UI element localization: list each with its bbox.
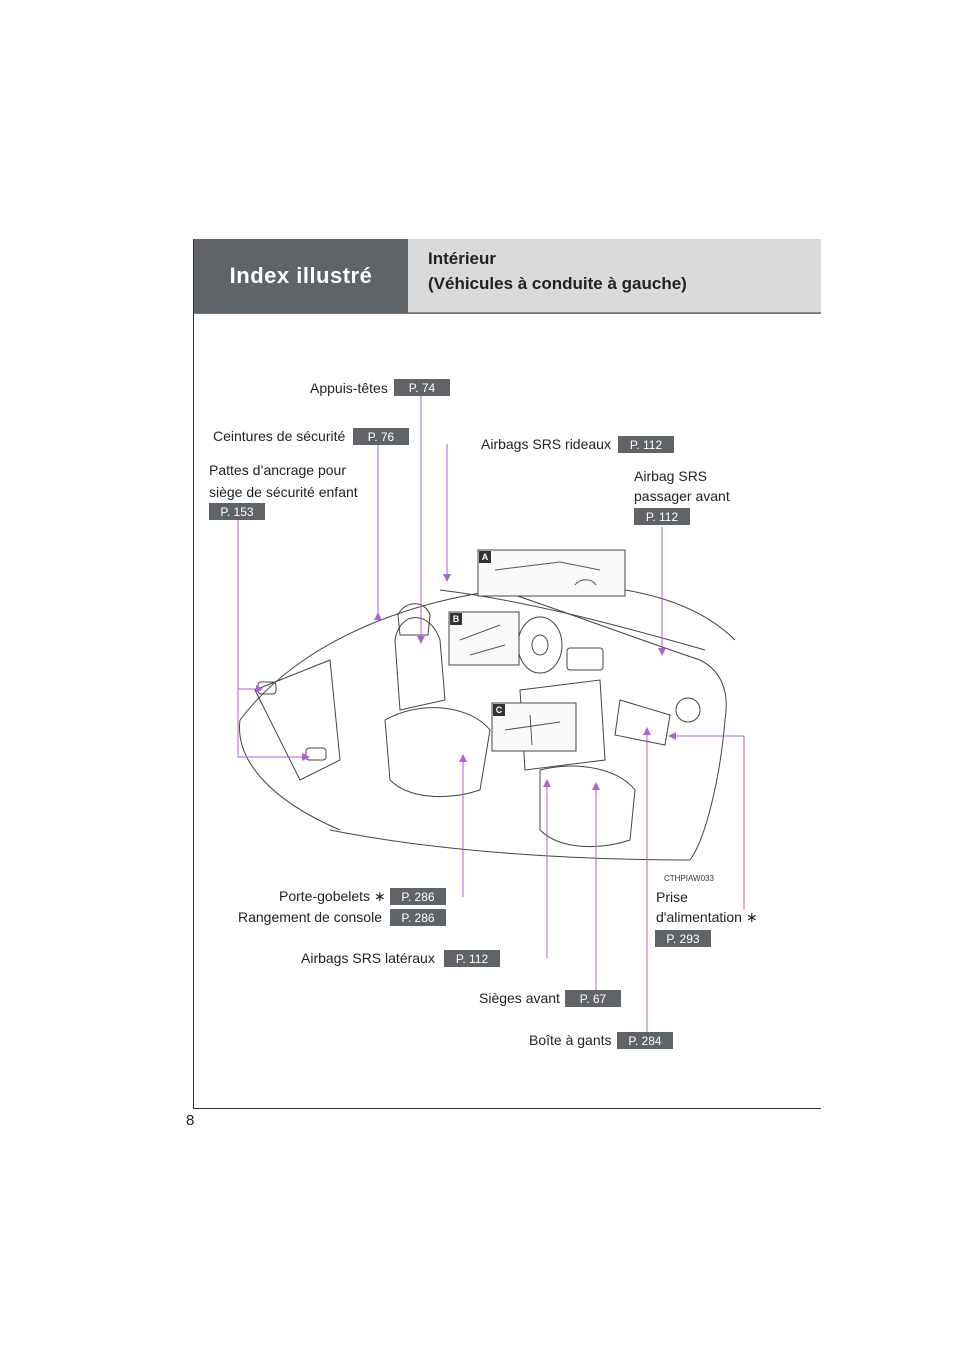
ref-airbag-passager[interactable]: P. 112 xyxy=(634,508,690,525)
arrow-boite xyxy=(643,727,651,735)
inset-a-box xyxy=(477,549,626,597)
inset-c-box xyxy=(491,702,577,752)
leader-prise xyxy=(674,735,745,910)
ref-rangement[interactable]: P. 286 xyxy=(390,909,446,926)
steering-hub xyxy=(531,634,549,656)
inset-a-detail xyxy=(494,561,601,586)
arrow-appuis-tetes xyxy=(417,636,425,644)
label-ceintures: Ceintures de sécurité xyxy=(213,428,346,444)
label-appuis-tetes: Appuis-têtes xyxy=(310,380,388,396)
left-seat-base xyxy=(384,707,491,798)
header-title-box: Intérieur (Véhicules à conduite à gauche… xyxy=(408,239,821,313)
ref-boite[interactable]: P. 284 xyxy=(617,1032,673,1049)
section-tab: Index illustré xyxy=(194,239,408,313)
label-pattes-line1: Pattes d’ancrage pour xyxy=(209,462,346,478)
inset-b-detail xyxy=(459,624,506,656)
page-frame-left-rule xyxy=(193,239,194,1109)
label-airbags-rideaux: Airbags SRS rideaux xyxy=(481,436,611,452)
glovebox-panel xyxy=(614,699,671,746)
headrest xyxy=(397,603,431,636)
ref-pattes[interactable]: P. 153 xyxy=(209,503,265,520)
arrow-pattes-upper xyxy=(256,685,263,693)
door-panel xyxy=(254,659,341,781)
page-number: 8 xyxy=(186,1112,195,1129)
windshield-edge xyxy=(439,589,706,651)
section-title: Index illustré xyxy=(229,263,373,288)
side-vent xyxy=(675,697,701,723)
floor-line xyxy=(329,829,691,861)
ref-airbags-lateraux[interactable]: P. 112 xyxy=(444,950,500,967)
ref-ceintures[interactable]: P. 76 xyxy=(353,428,409,445)
header-divider xyxy=(194,313,821,314)
label-prise-line1: Prise xyxy=(656,889,688,905)
ref-appuis-tetes[interactable]: P. 74 xyxy=(394,379,450,396)
label-airbags-lateraux: Airbags SRS latéraux xyxy=(301,950,435,966)
inset-label-b: B xyxy=(450,613,462,625)
label-boite: Boîte à gants xyxy=(529,1032,612,1048)
right-seat-base xyxy=(539,765,636,848)
ref-prise[interactable]: P. 293 xyxy=(655,930,711,947)
arrow-ceintures xyxy=(374,612,382,620)
label-pattes-line2: siège de sécurité enfant xyxy=(209,484,358,500)
page-frame-bottom-rule xyxy=(193,1108,821,1109)
label-airbag-passager-line2: passager avant xyxy=(634,488,730,504)
label-prise-line2: d'alimentation ∗ xyxy=(656,909,758,925)
arrow-airbags-lateraux xyxy=(543,779,551,787)
steering-wheel xyxy=(517,616,563,674)
arrow-sieges xyxy=(592,782,600,790)
arrow-porte-gobelets xyxy=(459,754,467,762)
label-porte-gobelets: Porte-gobelets ∗ xyxy=(279,888,386,904)
header-subtitle: (Véhicules à conduite à gauche) xyxy=(428,274,687,293)
label-airbag-passager-line1: Airbag SRS xyxy=(634,468,708,484)
inset-c-detail xyxy=(504,714,561,746)
center-display xyxy=(566,647,604,671)
ref-porte-gobelets[interactable]: P. 286 xyxy=(390,888,446,905)
leader-pattes-anchor xyxy=(237,520,304,758)
left-seat-back xyxy=(394,617,446,711)
arrow-airbags-rideaux xyxy=(443,574,451,582)
label-rangement: Rangement de console xyxy=(238,909,382,925)
arrow-airbag-passager xyxy=(658,648,666,656)
rear-anchor-lower xyxy=(305,747,327,761)
dashboard-outline xyxy=(499,589,727,861)
image-code: CTHPIAW033 xyxy=(664,874,714,883)
ref-sieges[interactable]: P. 67 xyxy=(565,990,621,1007)
ref-airbags-rideaux[interactable]: P. 112 xyxy=(618,436,674,453)
arrow-prise xyxy=(668,732,676,740)
label-sieges: Sièges avant xyxy=(479,990,560,1006)
inset-label-a: A xyxy=(479,551,491,563)
cabin-left-side xyxy=(239,719,341,831)
inset-label-c: C xyxy=(493,704,505,716)
arrow-pattes-lower xyxy=(302,753,310,761)
header-title: Intérieur xyxy=(428,249,497,268)
